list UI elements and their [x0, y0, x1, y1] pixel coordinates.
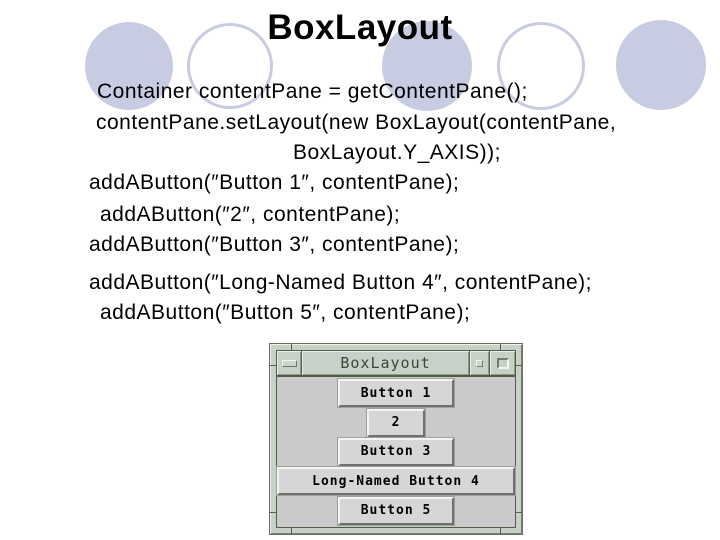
- menu-dot-icon: [476, 359, 483, 367]
- boxlayout-window: BoxLayout Button 1 2 Button 3 Long-Named…: [269, 343, 523, 535]
- code-line: addAButton(″Button 5″, contentPane);: [100, 301, 471, 324]
- resize-handle-tick: [500, 344, 501, 350]
- code-line: addAButton(″Button 1″, contentPane);: [89, 171, 460, 194]
- window-title: BoxLayout: [302, 351, 470, 375]
- code-line: addAButton(″2″, contentPane);: [100, 203, 401, 226]
- decorative-circle: [187, 23, 273, 109]
- maximize-button[interactable]: [490, 351, 515, 375]
- long-named-button-4[interactable]: Long-Named Button 4: [277, 467, 515, 496]
- code-line: addAButton(″Long-Named Button 4″, conten…: [89, 271, 593, 294]
- window-titlebar[interactable]: BoxLayout: [276, 350, 516, 376]
- button-1[interactable]: Button 1: [338, 379, 454, 408]
- window-menu-button[interactable]: [470, 351, 490, 375]
- button-2[interactable]: 2: [367, 408, 425, 437]
- code-line: Container contentPane = getContentPane()…: [97, 80, 528, 103]
- minimize-button[interactable]: [277, 351, 302, 375]
- resize-handle-tick: [291, 528, 292, 534]
- maximize-square-icon: [496, 357, 509, 369]
- decorative-circle: [382, 21, 472, 111]
- code-line: contentPane.setLayout(new BoxLayout(cont…: [96, 111, 617, 134]
- resize-handle-tick: [270, 365, 276, 366]
- slide-title: BoxLayout: [267, 8, 453, 47]
- resize-handle-tick: [291, 344, 292, 350]
- decorative-circle: [497, 22, 585, 110]
- resize-handle-tick: [516, 365, 522, 366]
- resize-handle-tick: [270, 512, 276, 513]
- minimize-dash-icon: [281, 359, 297, 367]
- code-line: addAButton(″Button 3″, contentPane);: [89, 233, 460, 256]
- window-content-pane: Button 1 2 Button 3 Long-Named Button 4 …: [276, 376, 516, 528]
- decorative-circle: [616, 20, 706, 110]
- resize-handle-tick: [500, 528, 501, 534]
- button-5[interactable]: Button 5: [338, 496, 454, 525]
- button-3[interactable]: Button 3: [338, 437, 454, 466]
- code-line: BoxLayout.Y_AXIS));: [293, 141, 501, 164]
- decorative-circle: [85, 22, 173, 110]
- resize-handle-tick: [516, 512, 522, 513]
